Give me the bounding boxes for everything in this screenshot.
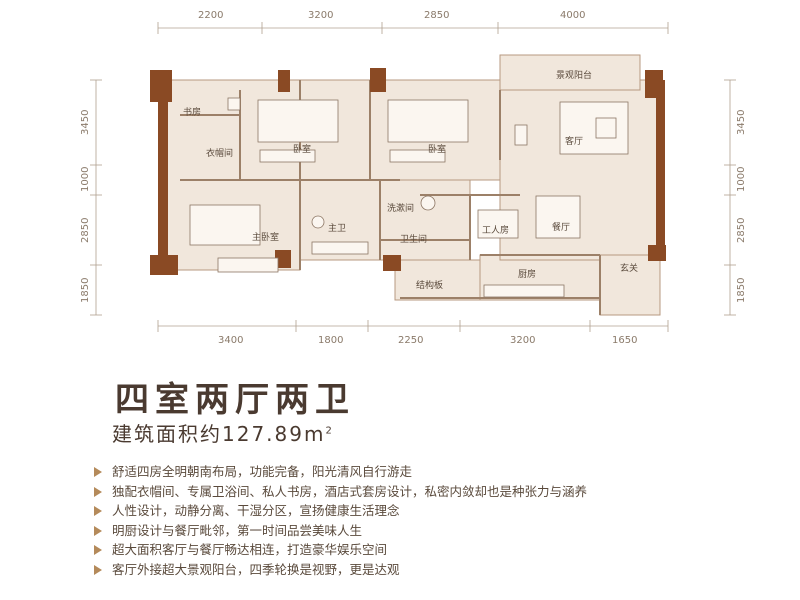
- feature-text: 明厨设计与餐厅毗邻，第一时间品尝美味人生: [112, 522, 363, 538]
- feature-item: 人性设计，动静分离、干湿分区，宣扬健康生活理念: [92, 501, 792, 521]
- room-label-bedroom-1: 卧室: [293, 143, 311, 155]
- dim-left-3: 2850: [80, 218, 91, 243]
- dim-right-2: 1000: [736, 167, 747, 192]
- feature-text: 人性设计，动静分离、干湿分区，宣扬健康生活理念: [112, 503, 400, 518]
- area-unit-superscript: 2: [325, 425, 334, 437]
- triangle-bullet-icon: [94, 506, 102, 516]
- dim-right-3: 2850: [736, 218, 747, 243]
- dim-top-4: 4000: [560, 10, 585, 21]
- feature-item: 独配衣帽间、专属卫浴间、私人书房，酒店式套房设计，私密内敛却也是种张力与涵养: [92, 482, 792, 502]
- room-label-study: 书房: [183, 106, 201, 118]
- floor-area: [159, 54, 661, 316]
- dim-left-4: 1850: [80, 278, 91, 303]
- building-area-text: 建筑面积约127.89m: [112, 422, 326, 446]
- dimension-lines: [90, 22, 736, 332]
- feature-item: 舒适四房全明朝南布局，功能完备，阳光清风自行游走: [92, 462, 792, 482]
- feature-text: 客厅外接超大景观阳台，四季轮换是视野，更是达观: [112, 561, 400, 577]
- room-label-structural-slab: 结构板: [416, 279, 443, 291]
- dim-bottom-2: 1800: [318, 335, 343, 346]
- room-label-maid-room: 工人房: [482, 224, 509, 236]
- feature-item: 超大面积客厅与餐厅畅达相连，打造豪华娱乐空间: [92, 540, 792, 560]
- room-label-dining-room: 餐厅: [552, 221, 570, 233]
- triangle-bullet-icon: [94, 564, 102, 575]
- building-area: 建筑面积约127.89m2: [112, 418, 334, 447]
- feature-text: 超大面积客厅与餐厅畅达相连，打造豪华娱乐空间: [112, 542, 388, 557]
- feature-text: 独配衣帽间、专属卫浴间、私人书房，酒店式套房设计，私密内敛却也是种张力与涵养: [112, 483, 588, 499]
- triangle-bullet-icon: [94, 545, 102, 555]
- room-label-kitchen: 厨房: [518, 268, 536, 280]
- feature-item: 明厨设计与餐厅毗邻，第一时间品尝美味人生: [92, 521, 792, 541]
- layout-title: 四室两厅两卫: [115, 380, 355, 420]
- room-label-balcony: 景观阳台: [556, 69, 592, 81]
- dim-bottom-1: 3400: [218, 335, 243, 346]
- feature-list: 舒适四房全明朝南布局，功能完备，阳光清风自行游走 独配衣帽间、专属卫浴间、私人书…: [92, 462, 792, 579]
- dim-bottom-5: 1650: [612, 335, 637, 346]
- dim-top-1: 2200: [198, 10, 223, 21]
- dim-bottom-4: 3200: [510, 335, 535, 346]
- dim-right-1: 3450: [736, 110, 747, 135]
- room-label-master-bedroom: 主卧室: [252, 231, 279, 243]
- triangle-bullet-icon: [94, 486, 102, 497]
- structural-columns: [150, 68, 666, 275]
- dim-bottom-3: 2250: [398, 335, 423, 346]
- room-label-bedroom-2: 卧室: [428, 143, 446, 155]
- feature-text: 舒适四房全明朝南布局，功能完备，阳光清风自行游走: [112, 464, 413, 479]
- dim-left-2: 1000: [80, 167, 91, 192]
- triangle-bullet-icon: [94, 525, 102, 536]
- room-label-bathroom: 卫生间: [400, 233, 427, 245]
- room-label-living-room: 客厅: [565, 135, 583, 147]
- room-label-cloakroom: 衣帽间: [206, 147, 233, 159]
- dim-top-2: 3200: [308, 10, 333, 21]
- dim-right-4: 1850: [736, 278, 747, 303]
- triangle-bullet-icon: [94, 467, 102, 477]
- furniture: [189, 97, 629, 298]
- room-label-washroom: 洗漱间: [387, 202, 414, 214]
- floor-plan: 2200 3200 2850 4000 3400 1800 2250 3200 …: [80, 10, 747, 346]
- dim-left-1: 3450: [80, 110, 91, 135]
- room-label-foyer: 玄关: [620, 262, 638, 274]
- room-label-master-bath: 主卫: [328, 222, 346, 234]
- feature-item: 客厅外接超大景观阳台，四季轮换是视野，更是达观: [92, 560, 792, 580]
- dim-top-3: 2850: [424, 10, 449, 21]
